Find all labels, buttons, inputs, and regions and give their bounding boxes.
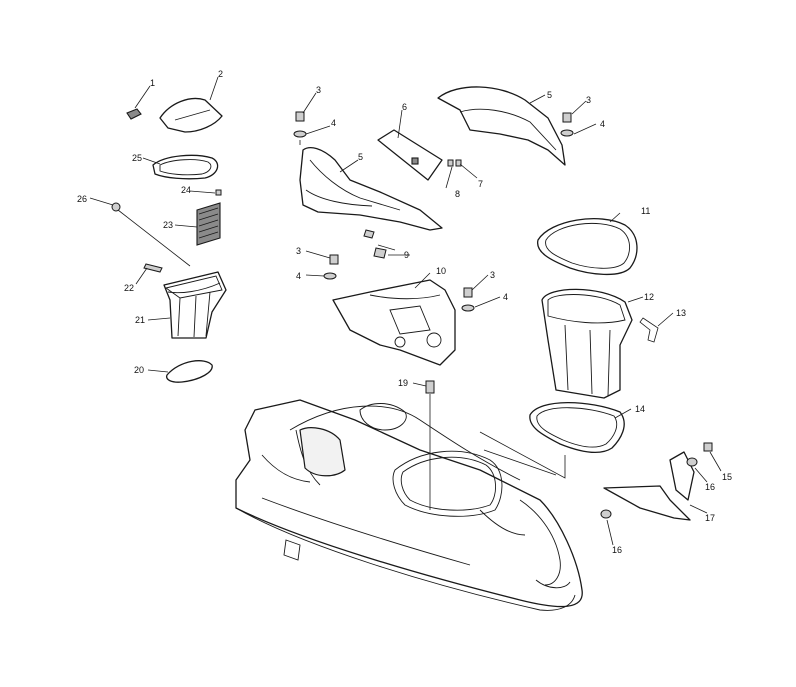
callout-2: 2	[218, 69, 223, 79]
callout-16b: 16	[612, 545, 622, 555]
callout-3b: 3	[586, 95, 591, 105]
callout-1: 1	[150, 78, 155, 88]
callout-6: 6	[402, 102, 407, 112]
decal-part-6	[377, 129, 443, 181]
callout-23: 23	[163, 220, 173, 230]
callout-3c: 3	[296, 246, 301, 256]
washer-part-16b	[600, 509, 612, 519]
callout-26: 26	[77, 194, 87, 204]
callout-4c: 4	[296, 271, 301, 281]
hood-trim-part-17	[603, 451, 695, 521]
inner-panel-part-10	[332, 279, 456, 366]
screw-part-3c	[329, 254, 339, 265]
screw-part-3b	[562, 112, 572, 123]
callout-21: 21	[135, 315, 145, 325]
cover-part-2	[159, 97, 223, 133]
washer-part-4a	[293, 130, 307, 138]
side-panel-part-5b	[437, 86, 566, 166]
leader-lines	[89, 76, 722, 546]
callout-12: 12	[644, 292, 654, 302]
callout-24: 24	[181, 185, 191, 195]
storage-bucket-part-12	[541, 288, 633, 399]
washer-part-16a	[686, 457, 698, 467]
callout-4a: 4	[331, 118, 336, 128]
callout-14: 14	[635, 404, 645, 414]
storage-bin-part-21	[163, 271, 227, 339]
callout-20: 20	[134, 365, 144, 375]
washer-part-4c	[323, 272, 337, 280]
cap-part-1	[126, 108, 142, 120]
seal-part-11	[537, 218, 638, 276]
gasket-part-20	[166, 360, 213, 383]
callout-10: 10	[436, 266, 446, 276]
clip-part-22	[143, 263, 163, 273]
spacer-part-19	[425, 380, 435, 394]
washer-part-4d	[461, 304, 475, 312]
callout-22: 22	[124, 283, 134, 293]
callout-3a: 3	[316, 85, 321, 95]
callout-7: 7	[478, 179, 483, 189]
screw-part-3d	[463, 287, 473, 298]
callout-5a: 5	[358, 152, 363, 162]
callout-4d: 4	[503, 292, 508, 302]
seal-ring-part-14	[529, 402, 625, 454]
callout-17: 17	[705, 513, 715, 523]
vent-grille-part-23	[196, 202, 221, 246]
clip-part-9	[363, 229, 387, 259]
callout-16a: 16	[705, 482, 715, 492]
callout-19: 19	[398, 378, 408, 388]
bolt-part-15	[703, 442, 713, 452]
callout-numbers: 1 2 3 4 5 6 5 3 4 7 8 25 24 26 23 9 11 3…	[77, 69, 732, 555]
callout-13: 13	[676, 308, 686, 318]
callout-5b: 5	[547, 90, 552, 100]
fastener-part-7-8	[447, 159, 462, 167]
callout-9: 9	[404, 250, 409, 260]
callout-8: 8	[455, 189, 460, 199]
cap-part-26	[111, 202, 121, 212]
screw-part-24	[215, 189, 222, 196]
screw-part-3a	[295, 111, 305, 122]
hull-deck-assembly	[235, 399, 583, 611]
callout-15: 15	[722, 472, 732, 482]
callout-11: 11	[641, 206, 650, 216]
callout-4b: 4	[600, 119, 605, 129]
callout-3d: 3	[490, 270, 495, 280]
callout-25: 25	[132, 153, 142, 163]
washer-part-4b	[560, 129, 574, 137]
gasket-part-25	[152, 154, 219, 180]
bracket-part-13	[639, 317, 659, 343]
